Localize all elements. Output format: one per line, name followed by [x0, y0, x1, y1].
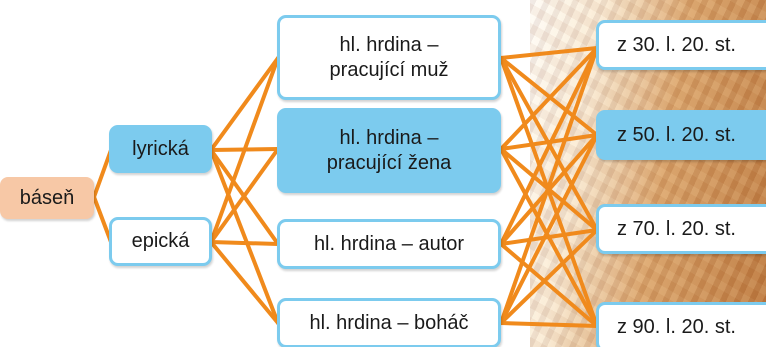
node-basen-label: báseň [19, 186, 75, 209]
node-hero-autor-label: hl. hrdina – autor [313, 232, 465, 255]
connector-lyricka-hero4 [209, 148, 280, 325]
connector-lyricka-hero1 [209, 56, 280, 152]
connector-hero3-era1 [499, 46, 599, 246]
node-lyricka-label: lyrická [132, 137, 189, 160]
connector-hero4-era3 [499, 228, 599, 325]
node-epicka: epická [109, 217, 212, 266]
connector-root-lyricka [92, 148, 113, 199]
connector-hero4-era2 [499, 133, 599, 325]
connector-root-epicka [92, 195, 113, 244]
connector-epicka-hero1 [209, 56, 280, 244]
node-era-30-label: z 30. l. 20. st. [617, 33, 736, 56]
node-era-90: z 90. l. 20. st. [596, 302, 766, 347]
connector-hero4-era1 [499, 46, 599, 325]
node-era-50-label: z 50. l. 20. st. [617, 123, 736, 146]
node-hero-pracujici-zena-label: hl. hrdina – pracující žena [326, 126, 452, 174]
node-lyricka: lyrická [109, 125, 212, 173]
node-era-70: z 70. l. 20. st. [596, 204, 766, 254]
node-era-50: z 50. l. 20. st. [596, 110, 766, 160]
node-epicka-label: epická [131, 230, 190, 252]
node-era-90-label: z 90. l. 20. st. [617, 315, 736, 338]
connector-epicka-hero2 [209, 147, 280, 244]
node-basen: báseň [0, 177, 94, 219]
node-hero-autor: hl. hrdina – autor [277, 219, 501, 269]
connector-epicka-hero3 [209, 240, 280, 246]
node-era-70-label: z 70. l. 20. st. [617, 217, 736, 240]
connector-hero2-era1 [499, 46, 599, 151]
node-hero-bohac: hl. hrdina – boháč [277, 298, 501, 347]
node-hero-pracujici-muz-label: hl. hrdina – pracující muž [329, 33, 449, 81]
connector-hero4-era4 [499, 321, 599, 328]
node-hero-pracujici-muz: hl. hrdina – pracující muž [277, 15, 501, 100]
node-era-30: z 30. l. 20. st. [596, 20, 766, 70]
node-hero-bohac-label: hl. hrdina – boháč [309, 311, 469, 334]
connector-hero3-era3 [499, 228, 599, 246]
connector-epicka-hero4 [209, 240, 280, 325]
connector-hero3-era4 [499, 242, 599, 328]
node-hero-pracujici-zena: hl. hrdina – pracující žena [277, 108, 501, 193]
connector-hero1-era1 [499, 46, 599, 60]
